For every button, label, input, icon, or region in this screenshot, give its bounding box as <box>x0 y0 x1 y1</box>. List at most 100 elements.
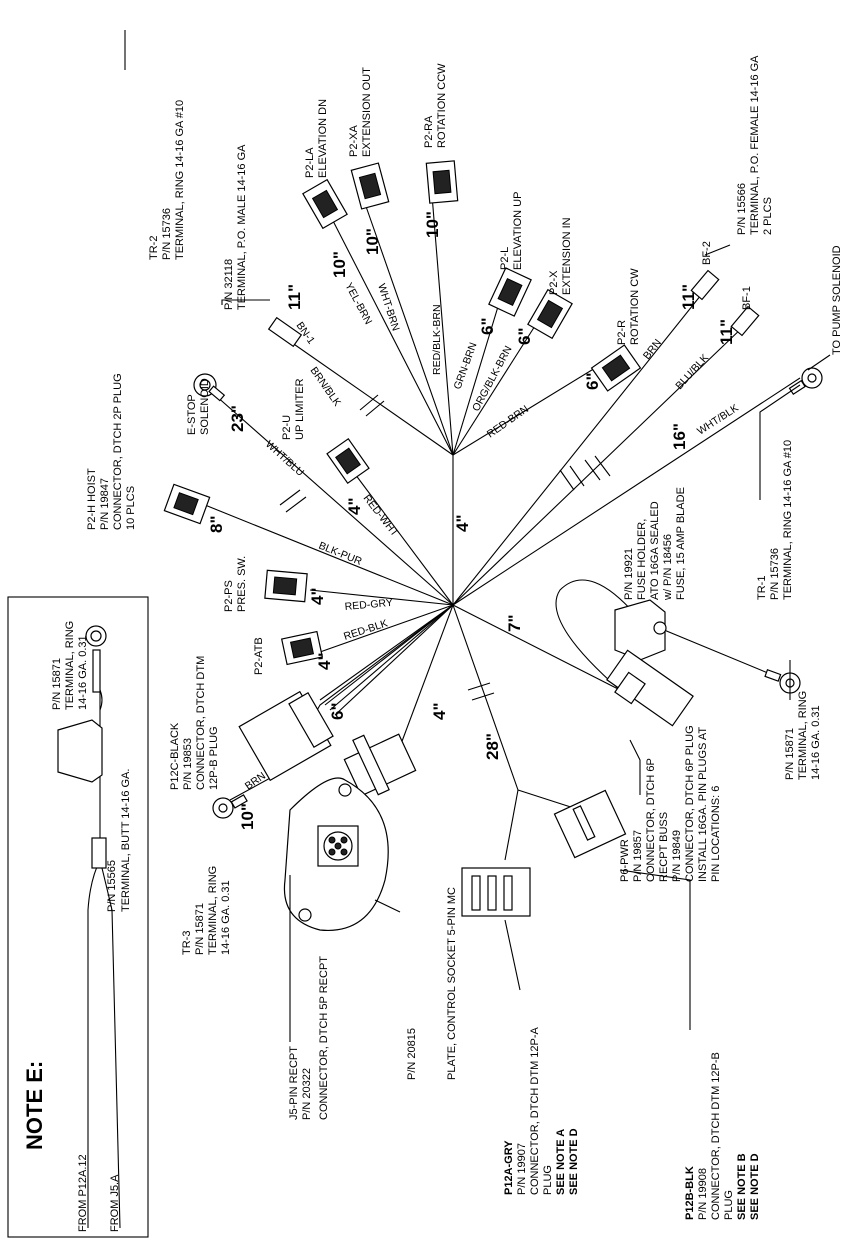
p12c-label-2: P/N 19853 <box>182 738 194 790</box>
length-labels: 10" 6" 4" 4" 4" 8" 4" 4" 23" 11" 10" 10"… <box>207 211 736 830</box>
bf1-label: BF-1 <box>741 286 753 310</box>
bn1-label-1: P/N 32118 <box>223 259 235 310</box>
fuse-label-2: FUSE HOLDER, <box>636 519 648 600</box>
tr1-label-2: P/N 15736 <box>769 548 781 600</box>
from-p12a-label: FROM P12A.12 <box>77 1154 89 1232</box>
len-tr3: 10" <box>238 803 257 830</box>
butt-terminal <box>91 837 107 869</box>
p6-label-1: P6-PWR <box>619 839 631 882</box>
p12b-connector <box>553 789 627 859</box>
ring-desc-2: 14-16 GA. 0.31 <box>77 635 89 710</box>
wire-blu-blk: BLU/BLK <box>673 352 711 392</box>
fuse-label-1: P/N 19921 <box>623 548 635 600</box>
len-estop: 23" <box>228 405 247 432</box>
p2-h-connector <box>163 483 211 525</box>
len-trunk: 4" <box>453 514 472 532</box>
p12b-label-3: CONNECTOR, DTCH DTM 12P-B <box>710 1052 722 1220</box>
tr1-label-1: TR-1 <box>756 576 768 600</box>
tr3-label-3: TERMINAL, RING <box>207 866 219 955</box>
len-bf2: 11" <box>679 284 698 310</box>
bf1-terminal <box>730 305 760 337</box>
p6-pwr-connector <box>606 649 694 727</box>
len-r: 6" <box>583 372 602 390</box>
bn1-label-2: TERMINAL, P.O. MALE 14-16 GA <box>236 144 248 310</box>
len-p6: 7" <box>505 614 524 632</box>
p2-u-label-1: P2-U <box>281 415 293 440</box>
p2-la-label-1: P2-LA <box>304 147 316 178</box>
p12c-label-3: CONNECTOR, DTCH DTM <box>195 656 207 790</box>
p6-label-6: CONNECTOR, DTCH 6P PLUG <box>684 725 696 882</box>
fuse-ring-terminal <box>764 669 801 694</box>
plate-label-2: PLATE, CONTROL SOCKET 5-PIN MC <box>446 887 458 1080</box>
tr1-label-3: TERMINAL, RING 14-16 GA #10 <box>782 440 794 600</box>
wire-wht-blu: WHT/BLU <box>263 438 306 479</box>
p2-ra-label-2: ROTATION CCW <box>436 63 448 148</box>
tr3-label-1: TR-3 <box>181 931 193 955</box>
bf-label-1: P/N 15566 <box>736 183 748 235</box>
p12b-label-1: P12B-BLK <box>684 1166 696 1220</box>
p2-xa-label-1: P2-XA <box>348 125 360 157</box>
p6-label-4: RECPT BUSS <box>658 812 670 882</box>
p6-label-8: PIN LOCATIONS: 6 <box>710 786 722 882</box>
p12c-connector <box>238 690 334 782</box>
note-e-title: NOTE E: <box>22 1061 47 1150</box>
p2-xa-label-2: EXTENSION OUT <box>361 67 373 157</box>
len-p12: 28" <box>483 733 502 760</box>
len-la: 10" <box>330 251 349 278</box>
bf-label-3: 2 PLCS <box>762 197 774 235</box>
p2-atb-connector <box>280 630 324 666</box>
len-bn1: 11" <box>285 284 304 310</box>
len-x: 6" <box>515 327 534 345</box>
tr2-label-1: TR-2 <box>148 236 160 260</box>
len-j5: 4" <box>430 702 449 720</box>
p2-h-label-3: CONNECTOR, DTCH 2P PLUG <box>112 373 124 530</box>
tr3-ring-terminal <box>212 794 248 819</box>
ring2-label-3: 14-16 GA. 0.31 <box>810 705 822 780</box>
ring-terminal-body <box>57 719 103 783</box>
j5-connector <box>343 733 417 797</box>
ring-desc-1: TERMINAL, RING <box>64 621 76 710</box>
p6-label-3: CONNECTOR, DTCH 6P <box>645 758 657 882</box>
wire-red-blk-brn: RED/BLK-BRN <box>431 304 443 375</box>
p12a-label-2: P/N 19907 <box>516 1143 528 1195</box>
p2-ra-label-1: P2-RA <box>423 115 435 148</box>
wire-blk-pur: BLK-PUR <box>317 540 364 568</box>
len-up-lim: 4" <box>345 497 364 515</box>
wire-brn-blk: BRN/BLK <box>308 365 344 409</box>
ring-pn: P/N 15871 <box>51 658 63 710</box>
len-xa: 10" <box>363 228 382 255</box>
len-l: 6" <box>478 317 497 335</box>
tr3-label-4: 14-16 GA. 0.31 <box>220 880 232 955</box>
p2-h-label-2: P/N 19847 <box>99 478 111 530</box>
p2-la-connector <box>302 178 348 230</box>
len-ps: 4" <box>308 587 327 605</box>
fuse-label-3: ATO 16GA SEALED <box>649 501 661 600</box>
from-j5a-label: FROM J5.A <box>109 1174 121 1232</box>
j5-label-3: CONNECTOR, DTCH 5P RECPT <box>318 956 330 1120</box>
len-bf1: 11" <box>717 319 736 345</box>
tr2-label-2: P/N 15736 <box>161 208 173 260</box>
p2-atb-label: P2-ATB <box>253 637 265 675</box>
p12a-connector <box>461 867 531 917</box>
butt-desc: TERMINAL, BUTT 14-16 GA. <box>120 769 132 912</box>
p2-r-label-1: P2-R <box>616 320 628 345</box>
bf2-label: BF-2 <box>701 241 713 265</box>
wire-yel-brn: YEL-BRN <box>342 281 374 327</box>
p2-r-connector <box>590 344 642 392</box>
p12a-note-a: SEE NOTE A <box>555 1129 567 1195</box>
tr2-label-3: TERMINAL, RING 14-16 GA #10 <box>174 100 186 260</box>
p2-x-label-1: P2-X <box>548 270 560 295</box>
p6-label-7: INSTALL 16GA. PIN PLUGS AT <box>697 727 709 882</box>
p2-ps-label-2: PRES. SW. <box>236 556 248 612</box>
p12a-label-3: CONNECTOR, DTCH DTM 12P-A <box>529 1026 541 1195</box>
p12b-note-b: SEE NOTE B <box>736 1153 748 1220</box>
p2-h-label-4: 10 PLCS <box>125 486 137 530</box>
estop-label-2: SOLENOID <box>199 378 211 435</box>
bf-label-2: TERMINAL, P.O. FEMALE 14-16 GA <box>749 55 761 235</box>
bf2-terminal <box>690 269 720 301</box>
len-atb: 4" <box>315 652 334 670</box>
p12b-note-d: SEE NOTE D <box>749 1153 761 1220</box>
p2-x-connector <box>527 288 573 340</box>
p2-u-label-2: UP LIMITER <box>294 378 306 440</box>
